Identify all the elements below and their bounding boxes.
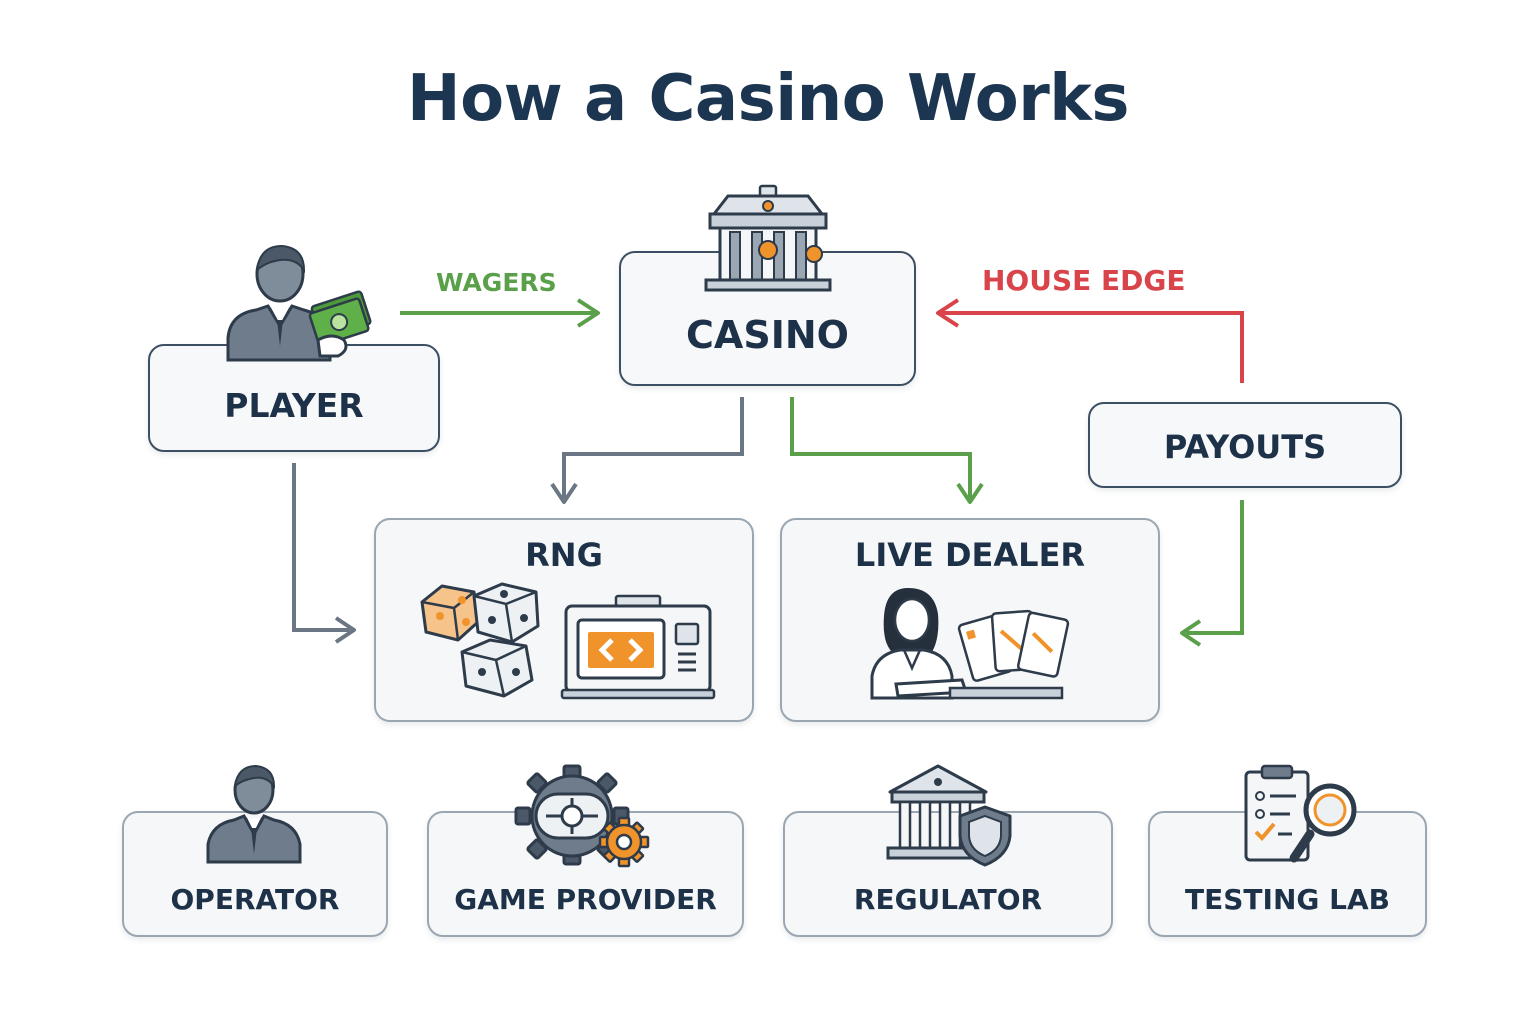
dealer-with-cards-icon bbox=[870, 588, 1070, 700]
house-edge-label: HOUSE EDGE bbox=[982, 264, 1186, 297]
casino-node: CASINO bbox=[619, 251, 916, 386]
government-building-icon bbox=[886, 764, 990, 860]
player-to-rng-arrow bbox=[292, 463, 356, 644]
operator-label: OPERATOR bbox=[170, 883, 340, 916]
clipboard-magnifier-icon bbox=[1244, 764, 1357, 863]
player-label: PLAYER bbox=[224, 386, 364, 425]
page-title: How a Casino Works bbox=[407, 62, 1129, 136]
rng-label: RNG bbox=[525, 536, 603, 574]
payouts-to-live-dealer-arrow bbox=[1180, 500, 1244, 647]
live-dealer-label: LIVE DEALER bbox=[854, 536, 1086, 574]
game-provider-label: GAME PROVIDER bbox=[454, 883, 717, 916]
casino-building-icon bbox=[704, 184, 832, 292]
house-edge-arrow bbox=[936, 298, 1244, 383]
slot-machine-icon bbox=[560, 594, 716, 700]
payouts-node: PAYOUTS bbox=[1088, 402, 1402, 488]
casino-label: CASINO bbox=[686, 313, 849, 357]
dice-icon bbox=[420, 582, 540, 698]
wagers-arrow bbox=[400, 298, 600, 328]
payouts-label: PAYOUTS bbox=[1163, 428, 1327, 466]
operator-person-icon bbox=[206, 764, 302, 864]
regulator-label: REGULATOR bbox=[853, 883, 1043, 916]
casino-to-live-dealer-arrow bbox=[790, 397, 984, 504]
shield-icon bbox=[958, 805, 1012, 867]
gears-icon bbox=[514, 764, 650, 868]
testing-lab-label: TESTING LAB bbox=[1185, 883, 1390, 916]
player-with-cash-icon bbox=[226, 244, 372, 362]
casino-to-rng-arrow bbox=[550, 397, 744, 504]
wagers-label: WAGERS bbox=[436, 268, 557, 297]
